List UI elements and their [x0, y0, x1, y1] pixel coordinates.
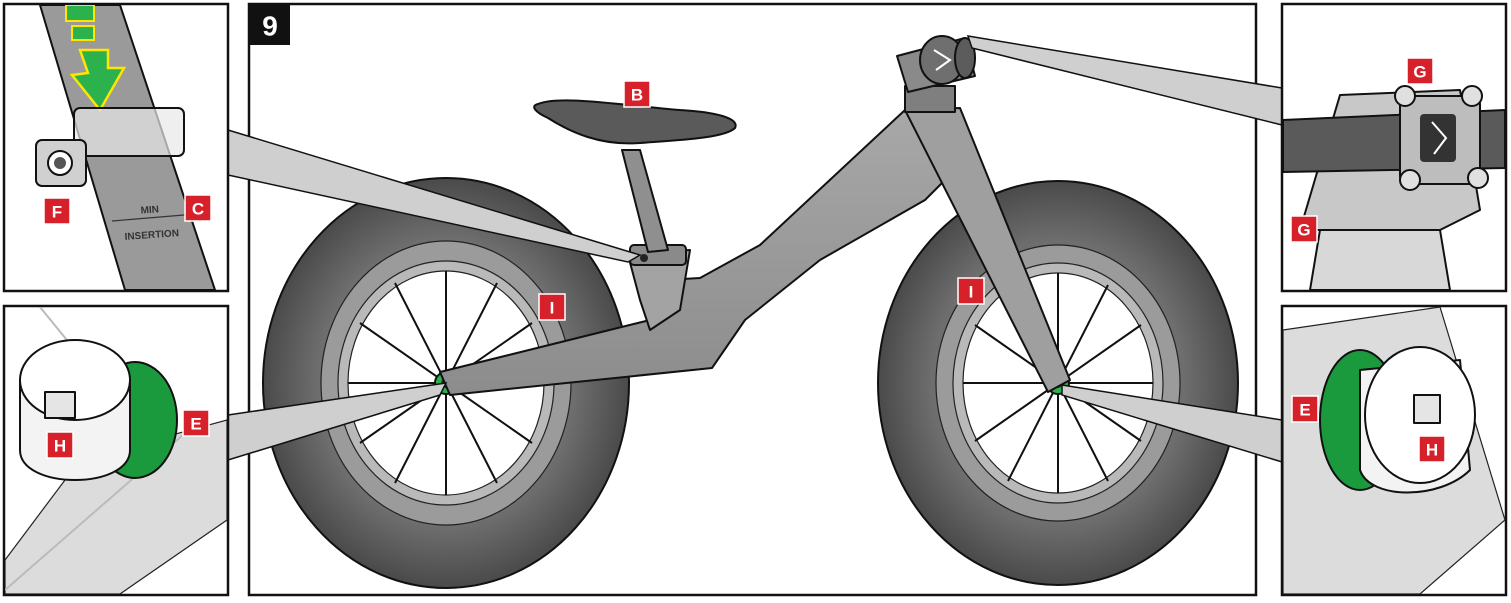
label-h-rear: H [46, 431, 74, 459]
label-c: C [184, 194, 212, 222]
svg-text:E: E [1299, 401, 1310, 420]
inset-rear-axle: E H [2, 304, 230, 597]
svg-text:C: C [192, 200, 204, 219]
svg-text:H: H [54, 437, 66, 456]
inset-stem: G G [1280, 2, 1508, 293]
label-e-front: E [1291, 395, 1319, 423]
svg-text:I: I [550, 299, 555, 318]
min-insertion-text-2: INSERTION [124, 228, 179, 243]
bike-frame [439, 107, 1071, 396]
label-b: B [623, 80, 651, 108]
label-i-rear: I [538, 293, 566, 321]
seatpost [621, 149, 669, 253]
main-panel: 9 [227, 2, 1283, 597]
label-g-side: G [1290, 215, 1318, 243]
label-e-rear: E [182, 409, 210, 437]
label-i-front: I [957, 277, 985, 305]
label-f: F [43, 197, 71, 225]
label-g-top: G [1406, 57, 1434, 85]
step-number: 9 [262, 11, 278, 42]
svg-text:E: E [190, 415, 201, 434]
leader-lines [227, 35, 1283, 464]
insert-arrow-icon [65, 5, 127, 113]
label-h-front: H [1418, 435, 1446, 463]
svg-text:H: H [1426, 441, 1438, 460]
step-badge: 9 [250, 5, 290, 45]
inset-seatpost: MIN INSERTION F C [2, 2, 230, 293]
inset-front-axle: E H [1280, 304, 1508, 597]
min-insertion-text-1: MIN [140, 204, 159, 216]
svg-text:G: G [1413, 63, 1426, 82]
svg-text:I: I [969, 283, 974, 302]
svg-text:G: G [1297, 221, 1310, 240]
svg-text:F: F [52, 203, 62, 222]
svg-text:B: B [631, 86, 643, 105]
stem-assembly [896, 35, 976, 113]
